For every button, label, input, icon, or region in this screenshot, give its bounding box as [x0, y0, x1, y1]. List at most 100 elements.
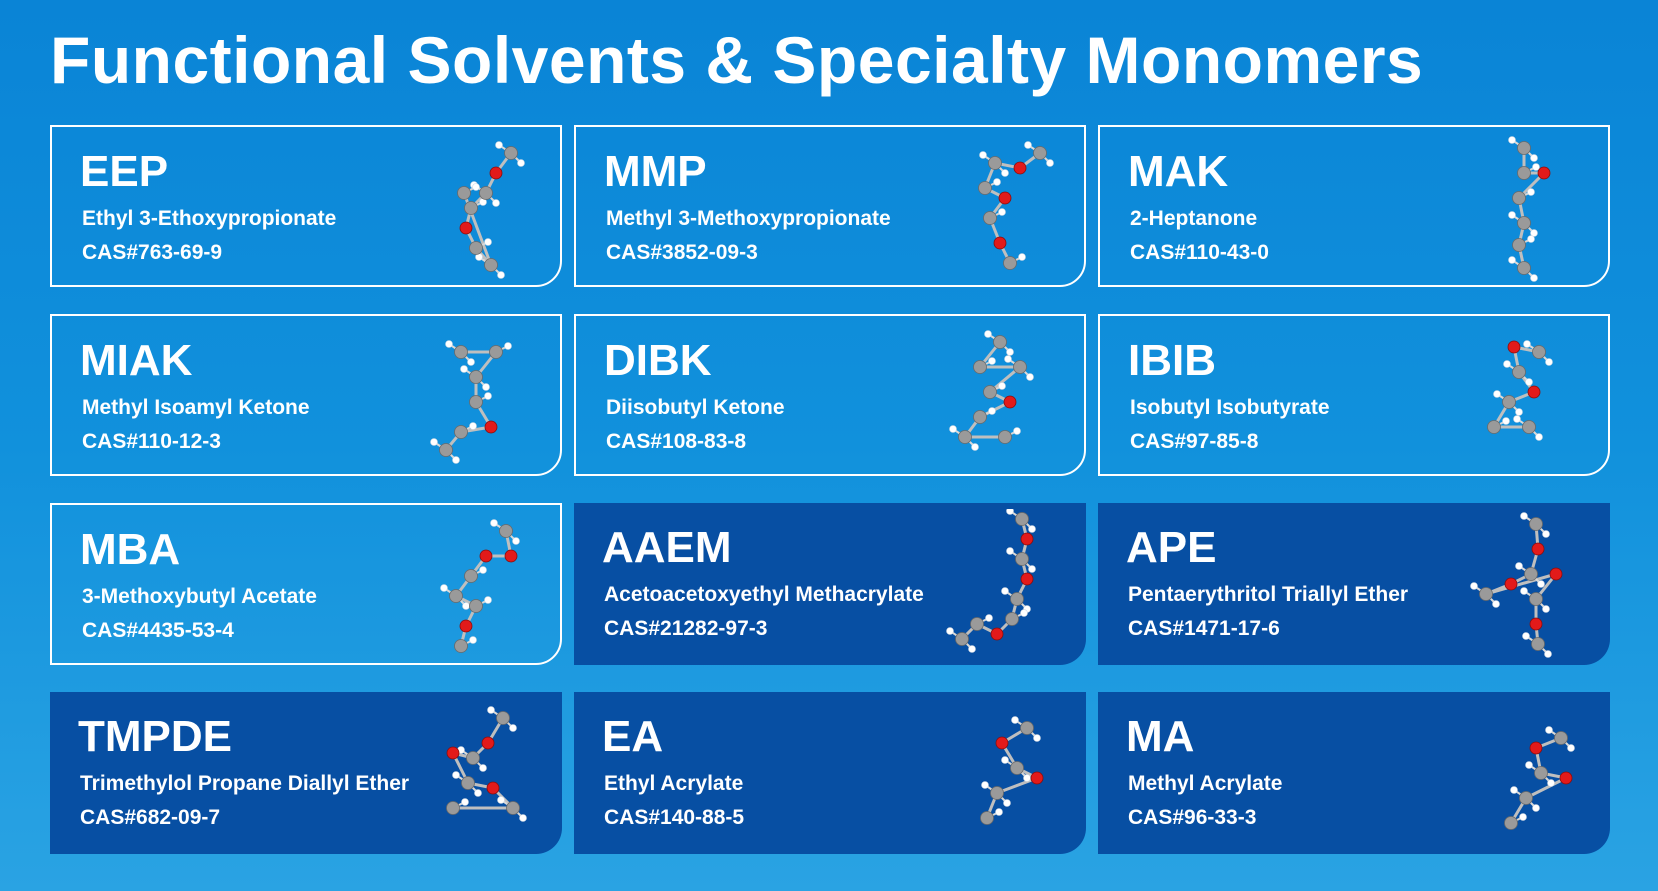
hydrogen-atom: [1004, 355, 1012, 363]
oxygen-atom: [1549, 567, 1563, 581]
oxygen-atom: [1531, 542, 1545, 556]
product-cas-number: CAS#110-43-0: [1130, 241, 1269, 264]
carbon-atom: [1517, 261, 1531, 275]
product-card-dibk[interactable]: DIBK Diisobutyl Ketone CAS#108-83-8: [574, 314, 1086, 476]
hydrogen-atom: [1547, 779, 1555, 787]
carbon-atom: [998, 430, 1012, 444]
hydrogen-atom: [1470, 582, 1478, 590]
oxygen-atom: [486, 781, 500, 795]
hydrogen-atom: [509, 724, 517, 732]
hydrogen-atom: [484, 596, 492, 604]
product-abbreviation: DIBK: [604, 336, 712, 385]
product-cas-number: CAS#96-33-3: [1128, 806, 1257, 829]
hydrogen-atom: [469, 422, 477, 430]
hydrogen-atom: [984, 330, 992, 338]
carbon-atom: [983, 385, 997, 399]
oxygen-atom: [489, 166, 503, 180]
product-name: Isobutyl Isobutyrate: [1130, 396, 1330, 419]
hydrogen-atom: [1508, 136, 1516, 144]
product-card-ape[interactable]: APE Pentaerythritol Triallyl Ether CAS#1…: [1098, 503, 1610, 665]
carbon-atom: [449, 589, 463, 603]
carbon-atom: [506, 801, 520, 815]
product-card-aaem[interactable]: AAEM Acetoacetoxyethyl Methacrylate CAS#…: [574, 503, 1086, 665]
product-card-eep[interactable]: EEP Ethyl 3-Ethoxypropionate CAS#763-69-…: [50, 125, 562, 287]
carbon-atom: [1512, 365, 1526, 379]
hydrogen-atom: [1530, 229, 1538, 237]
product-card-tmpde[interactable]: TMPDE Trimethylol Propane Diallyl Ether …: [50, 692, 562, 854]
hydrogen-atom: [985, 614, 993, 622]
hydrogen-atom: [1525, 761, 1533, 769]
carbon-atom: [1517, 216, 1531, 230]
hydrogen-atom: [1542, 605, 1550, 613]
carbon-atom: [1005, 612, 1019, 626]
product-cas-number: CAS#1471-17-6: [1128, 617, 1280, 640]
product-abbreviation: MA: [1126, 712, 1195, 761]
hydrogen-atom: [445, 340, 453, 348]
hydrogen-atom: [1006, 348, 1014, 356]
oxygen-atom: [1537, 166, 1551, 180]
hydrogen-atom: [1026, 373, 1034, 381]
carbon-atom: [1519, 791, 1533, 805]
hydrogen-atom: [1545, 726, 1553, 734]
hydrogen-atom: [1502, 417, 1510, 425]
hydrogen-atom: [1023, 774, 1031, 782]
hydrogen-atom: [1013, 427, 1021, 435]
carbon-atom: [1522, 420, 1536, 434]
product-cas-number: CAS#140-88-5: [604, 806, 745, 829]
carbon-atom: [1015, 552, 1029, 566]
molecule-model-icon: [1470, 512, 1563, 658]
carbon-atom: [1487, 420, 1501, 434]
product-abbreviation: MBA: [80, 525, 181, 574]
product-abbreviation: TMPDE: [78, 712, 232, 761]
oxygen-atom: [1020, 572, 1034, 586]
hydrogen-atom: [452, 771, 460, 779]
hydrogen-atom: [1519, 813, 1527, 821]
hydrogen-atom: [460, 365, 468, 373]
hydrogen-atom: [440, 584, 448, 592]
product-card-miak[interactable]: MIAK Methyl Isoamyl Ketone CAS#110-12-3: [50, 314, 562, 476]
hydrogen-atom: [971, 443, 979, 451]
product-card-ma[interactable]: MA Methyl Acrylate CAS#96-33-3: [1098, 692, 1610, 854]
carbon-atom: [504, 146, 518, 160]
carbon-atom: [1512, 191, 1526, 205]
product-card-mba[interactable]: MBA 3-Methoxybutyl Acetate CAS#4435-53-4: [50, 503, 562, 665]
molecule-model-icon: [949, 330, 1034, 451]
carbon-atom: [973, 360, 987, 374]
product-name: 2-Heptanone: [1130, 207, 1258, 230]
carbon-atom: [1020, 721, 1034, 735]
oxygen-atom: [998, 191, 1012, 205]
molecule-bond: [1525, 776, 1567, 800]
hydrogen-atom: [1513, 415, 1521, 423]
product-abbreviation: IBIB: [1128, 336, 1216, 385]
carbon-atom: [1015, 512, 1029, 526]
product-name: Ethyl Acrylate: [604, 772, 744, 795]
carbon-atom: [1529, 592, 1543, 606]
hydrogen-atom: [472, 183, 480, 191]
product-name: Methyl Acrylate: [1128, 772, 1283, 795]
product-name: Ethyl 3-Ethoxypropionate: [82, 207, 337, 230]
hydrogen-atom: [998, 382, 1006, 390]
oxygen-atom: [446, 746, 460, 760]
hydrogen-atom: [484, 392, 492, 400]
hydrogen-atom: [1542, 530, 1550, 538]
product-card-ibib[interactable]: IBIB Isobutyl Isobutyrate CAS#97-85-8: [1098, 314, 1610, 476]
hydrogen-atom: [995, 808, 1003, 816]
hydrogen-atom: [504, 342, 512, 350]
hydrogen-atom: [497, 271, 505, 279]
molecule-bond: [1485, 572, 1557, 596]
product-card-ea[interactable]: EA Ethyl Acrylate CAS#140-88-5: [574, 692, 1086, 854]
carbon-atom: [479, 186, 493, 200]
carbon-atom: [457, 186, 471, 200]
product-abbreviation: MAK: [1128, 147, 1229, 196]
oxygen-atom: [484, 420, 498, 434]
carbon-atom: [1502, 395, 1516, 409]
product-card-mmp[interactable]: MMP Methyl 3-Methoxypropionate CAS#3852-…: [574, 125, 1086, 287]
product-cas-number: CAS#110-12-3: [82, 430, 221, 453]
oxygen-atom: [1013, 161, 1027, 175]
product-card-mak[interactable]: MAK 2-Heptanone CAS#110-43-0: [1098, 125, 1610, 287]
molecule-model-icon: [978, 141, 1054, 270]
carbon-atom: [1010, 592, 1024, 606]
hydrogen-atom: [1020, 609, 1028, 617]
oxygen-atom: [481, 736, 495, 750]
page-title: Functional Solvents & Specialty Monomers: [50, 23, 1424, 97]
